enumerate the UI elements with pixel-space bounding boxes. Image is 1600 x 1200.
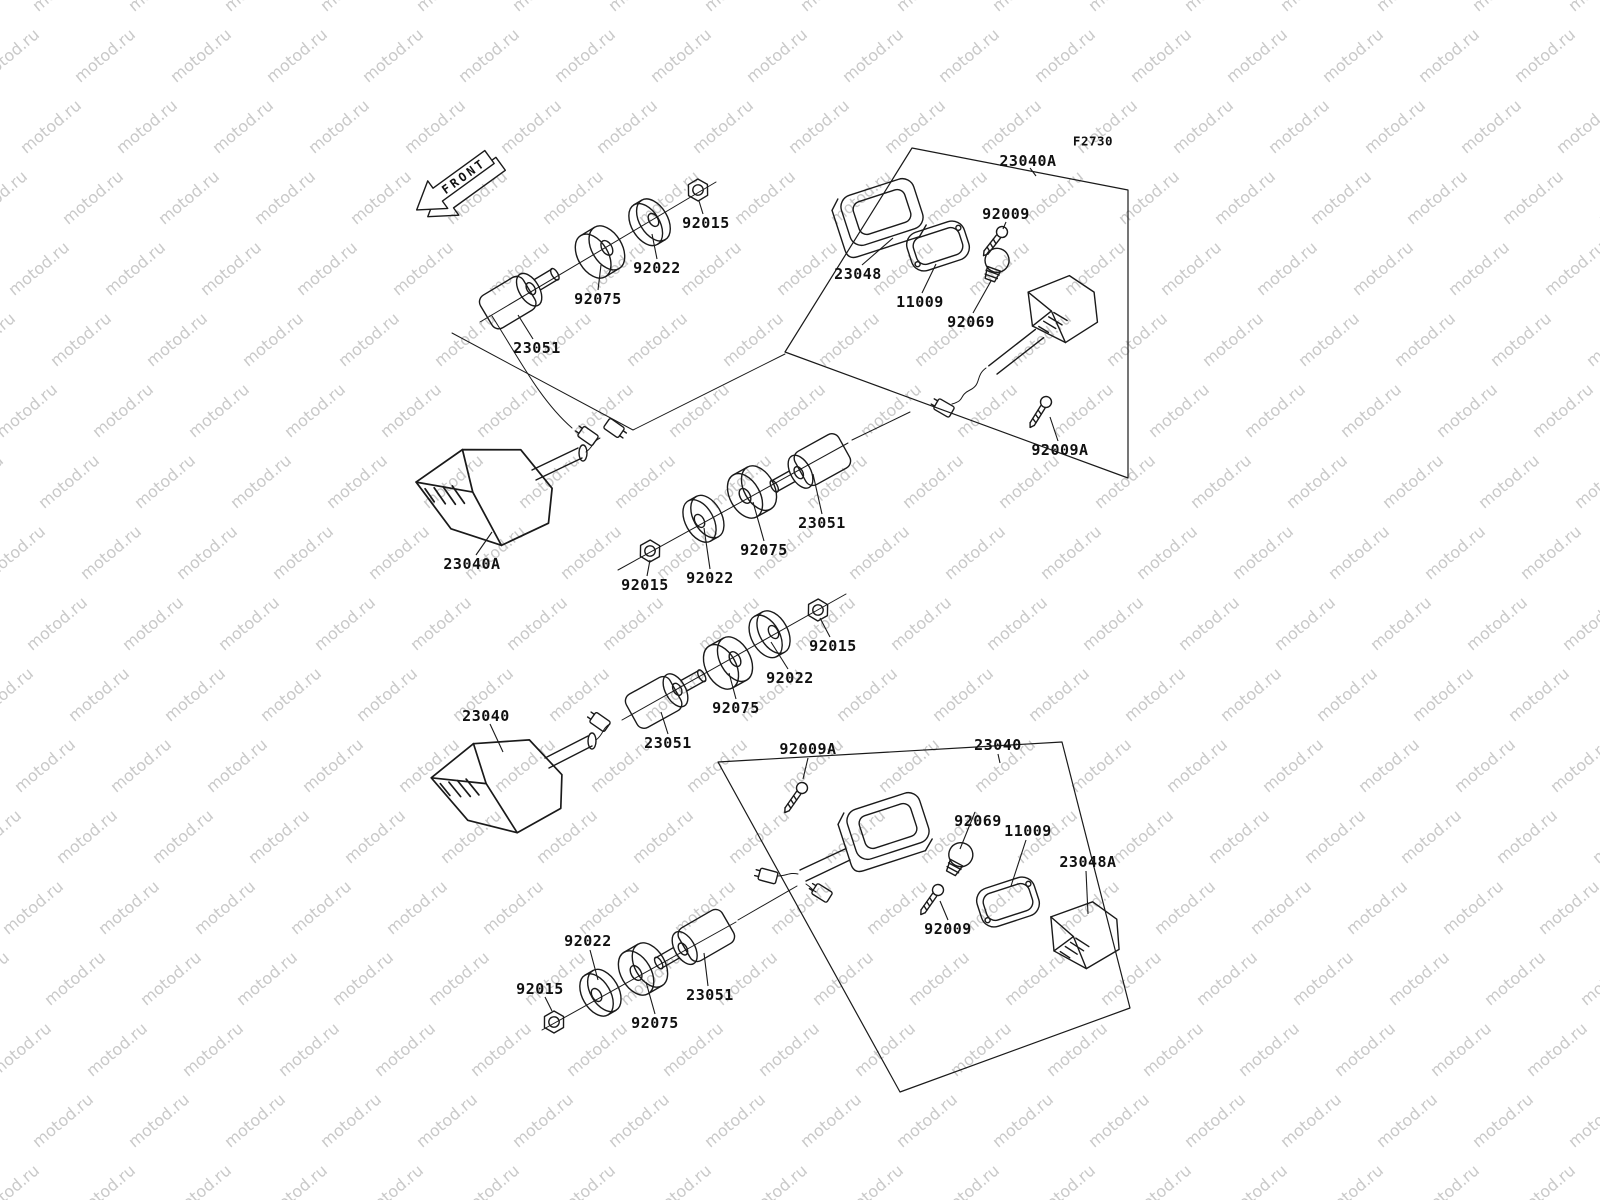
- part-label: 23051: [644, 734, 692, 752]
- rear-left-signal-cluster: [406, 417, 855, 566]
- part-label: 23051: [798, 514, 846, 532]
- top-right-assembly-box: [784, 147, 1129, 479]
- part-label: 23040A: [999, 152, 1057, 170]
- part-label: 92075: [574, 290, 622, 308]
- bottom-right-signal-assembly: [753, 779, 1127, 976]
- part-label: 11009: [896, 293, 944, 311]
- part-label: 92022: [686, 569, 734, 587]
- part-label: 23040A: [443, 555, 501, 573]
- part-label: 92075: [740, 541, 788, 559]
- part-label: 92069: [947, 313, 995, 331]
- part-label: 92015: [682, 214, 730, 232]
- part-label: 92009A: [779, 740, 837, 758]
- part-label: 11009: [1004, 822, 1052, 840]
- part-label: 23040: [974, 736, 1022, 754]
- part-label: 92022: [633, 259, 681, 277]
- part-label: 23048A: [1059, 853, 1117, 871]
- part-label: 92015: [621, 576, 669, 594]
- front-left-mount-cluster: [475, 175, 714, 447]
- part-label: 92009: [982, 205, 1030, 223]
- bottom-right-assembly-box: [717, 741, 1131, 1093]
- part-label: 92075: [631, 1014, 679, 1032]
- part-label: 92022: [564, 932, 612, 950]
- wire-drawing: [491, 315, 573, 429]
- assembly-boxes: [717, 147, 1131, 1093]
- figure-code: F2730: [1072, 133, 1114, 149]
- part-label: 92015: [516, 980, 564, 998]
- leader-lines: [475, 167, 1089, 1015]
- part-label: 23051: [686, 986, 734, 1004]
- part-label: 23048: [834, 265, 882, 283]
- part-label: 23040: [462, 707, 510, 725]
- part-label: 92022: [766, 669, 814, 687]
- part-label: 92009: [924, 920, 972, 938]
- wire-drawing: [951, 367, 987, 405]
- part-label: 92009A: [1031, 441, 1089, 459]
- part-label: 92015: [809, 637, 857, 655]
- part-label: 23051: [513, 339, 561, 357]
- axis-lines: [451, 181, 911, 1031]
- front-right-signal-assembly: [828, 174, 1105, 432]
- part-label: 92069: [954, 812, 1002, 830]
- rear-right-signal-cluster: [425, 595, 833, 838]
- part-label: 92075: [712, 699, 760, 717]
